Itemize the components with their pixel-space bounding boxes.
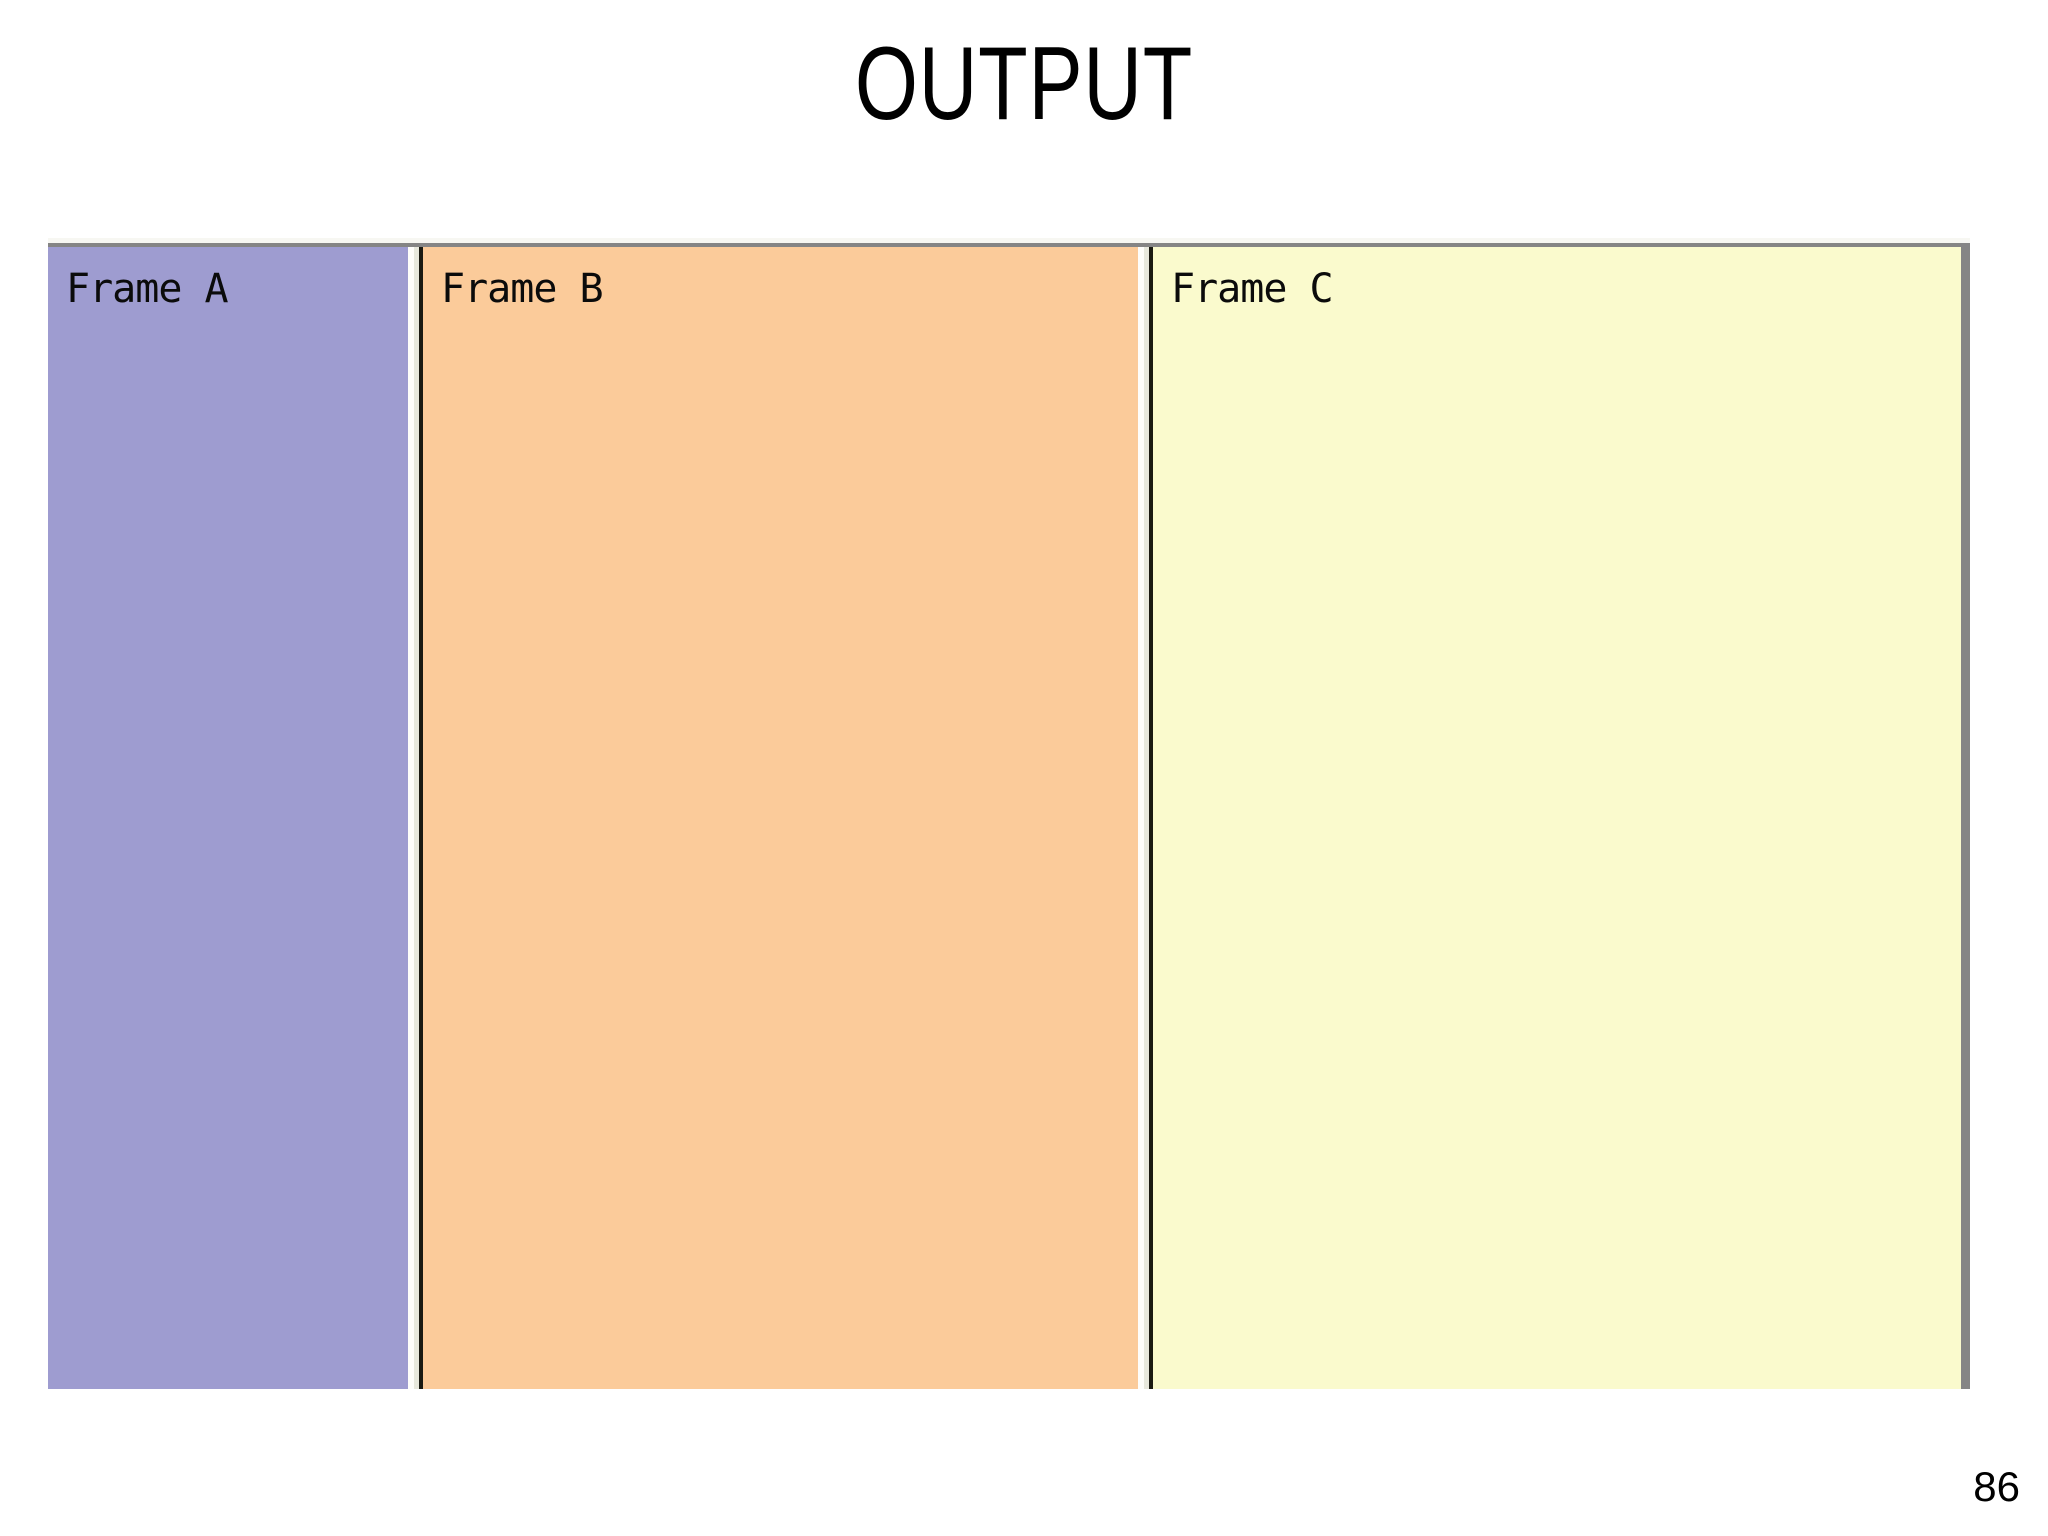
frame-b-label: Frame B xyxy=(441,266,604,312)
frameset-top-border xyxy=(48,243,1970,247)
page-title: OUTPUT xyxy=(854,26,1194,142)
frameset-top-highlight xyxy=(48,238,1970,243)
frame-a-label: Frame A xyxy=(66,266,229,312)
splitter-gap xyxy=(1138,247,1144,1389)
frame-pane-b[interactable]: Frame B xyxy=(423,247,1138,1389)
frame-pane-c[interactable]: Frame C xyxy=(1153,247,1970,1389)
splitter-line xyxy=(1149,247,1153,1389)
frames-row: Frame A Frame B Frame C xyxy=(48,247,1970,1389)
frame-c-label: Frame C xyxy=(1171,266,1334,312)
splitter-ridge xyxy=(1144,247,1149,1389)
frame-splitter-ab[interactable] xyxy=(408,247,423,1389)
splitter-ridge xyxy=(414,247,419,1389)
frameset-container: Frame A Frame B Frame C xyxy=(48,238,1970,1389)
page-number: 86 xyxy=(1973,1463,2020,1510)
splitter-line xyxy=(419,247,423,1389)
frame-pane-a[interactable]: Frame A xyxy=(48,247,408,1389)
frame-splitter-bc[interactable] xyxy=(1138,247,1153,1389)
splitter-gap xyxy=(408,247,414,1389)
